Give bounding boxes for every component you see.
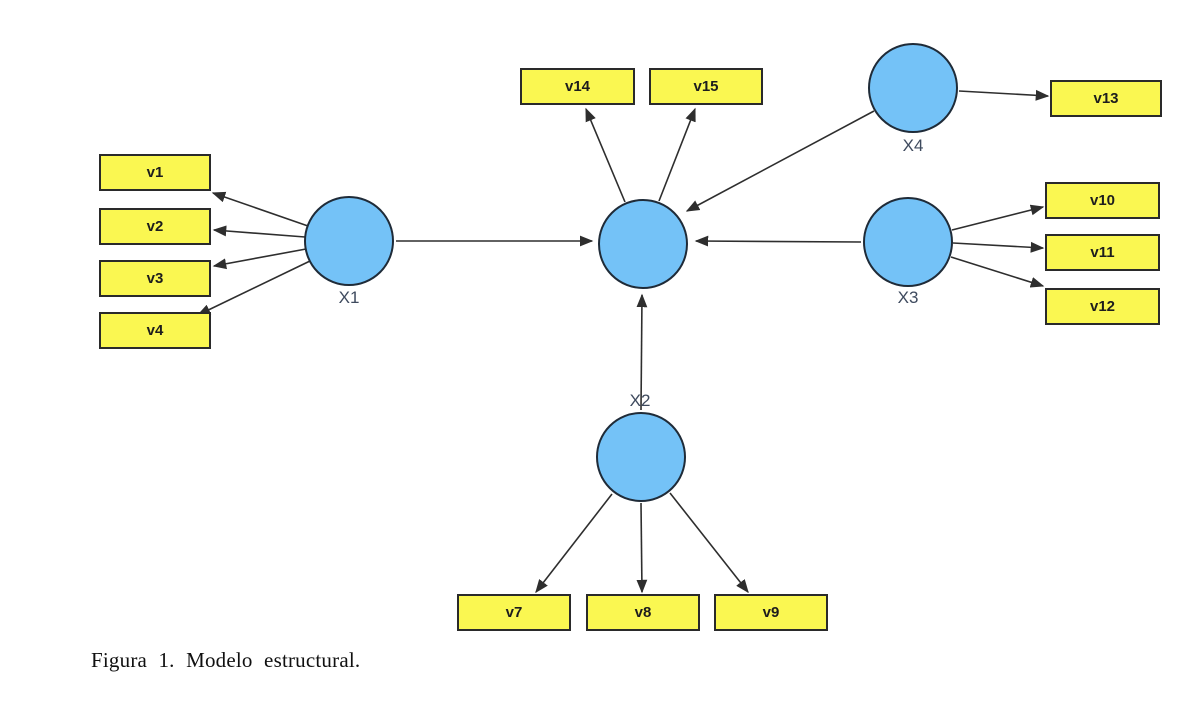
edge-x3-v11 <box>952 241 1045 253</box>
latent-x4 <box>868 43 958 133</box>
indicator-v13: v13 <box>1050 80 1162 117</box>
edge-x1-v2 <box>212 225 306 238</box>
edge-x1-v1 <box>211 191 309 227</box>
edge-x3-v12 <box>950 256 1045 288</box>
edge-x1-v4 <box>196 260 311 316</box>
edge-x4-center <box>685 110 875 212</box>
latent-center <box>598 199 688 289</box>
edge-x4-v13 <box>958 89 1050 101</box>
edge-center-v15 <box>658 107 696 202</box>
latent-x4-label: X4 <box>902 136 924 155</box>
edge-x2-v9 <box>669 492 749 594</box>
latent-x1 <box>304 196 394 286</box>
indicator-v9: v9 <box>714 594 828 631</box>
indicator-v10: v10 <box>1045 182 1160 219</box>
latent-x3 <box>863 197 953 287</box>
indicator-v4: v4 <box>99 312 211 349</box>
edge-center-v14 <box>585 107 626 203</box>
indicator-v3: v3 <box>99 260 211 297</box>
edge-x2-v7 <box>535 493 613 594</box>
latent-x2-label: X2 <box>629 391 651 410</box>
indicator-v15: v15 <box>649 68 763 105</box>
edge-x2-center <box>636 293 648 411</box>
indicator-v2: v2 <box>99 208 211 245</box>
figure-caption: Figura 1. Modelo estructural. <box>91 648 361 672</box>
edge-x2-v8 <box>636 502 648 594</box>
indicator-v12: v12 <box>1045 288 1160 325</box>
indicator-v7: v7 <box>457 594 571 631</box>
indicator-v14: v14 <box>520 68 635 105</box>
latent-x2 <box>596 412 686 502</box>
latent-x1-label: X1 <box>338 288 360 307</box>
latent-x3-label: X3 <box>897 288 919 307</box>
indicator-v11: v11 <box>1045 234 1160 271</box>
edge-x1-v3 <box>212 248 307 270</box>
indicator-v1: v1 <box>99 154 211 191</box>
edge-x3-v10 <box>951 204 1045 231</box>
edge-x3-center <box>694 235 862 247</box>
indicator-v8: v8 <box>586 594 700 631</box>
